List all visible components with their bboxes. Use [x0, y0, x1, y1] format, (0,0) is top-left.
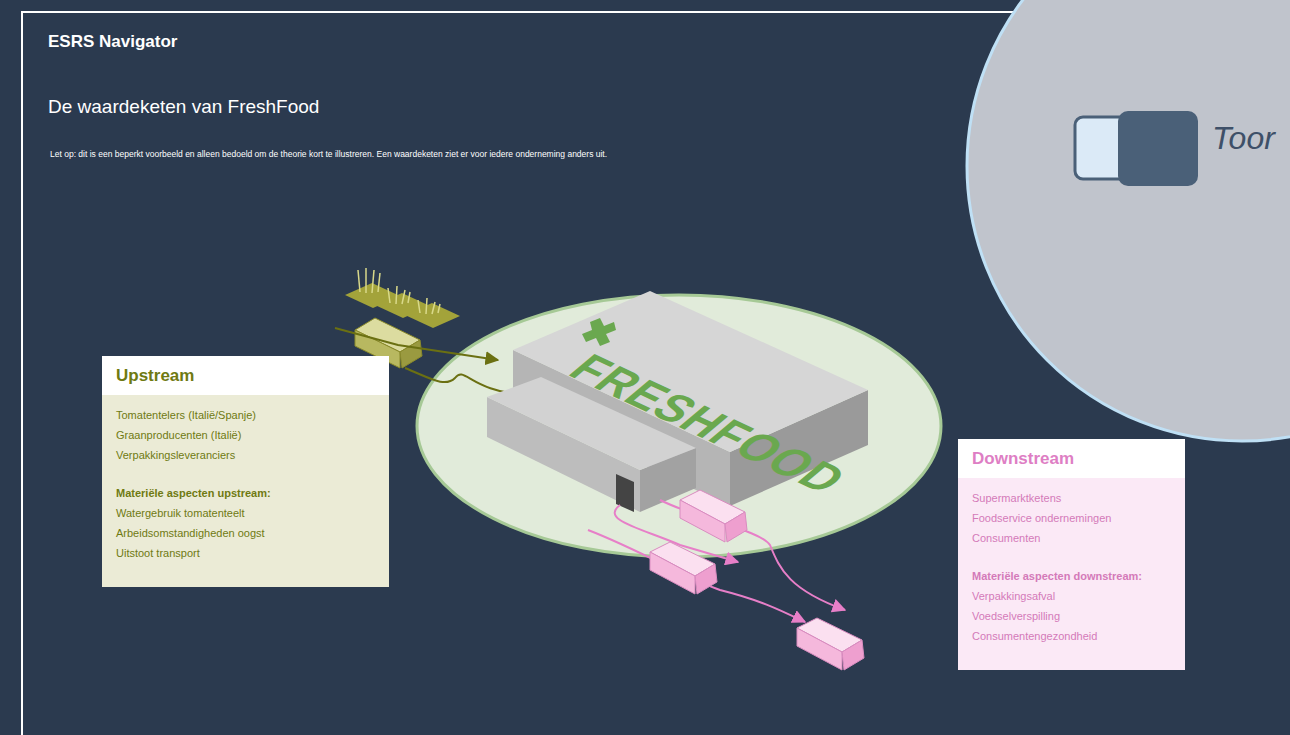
list-item: Graanproducenten (Italië) — [116, 425, 375, 445]
panel-heading: Upstream — [102, 356, 389, 395]
downstream-truck — [797, 618, 864, 670]
flow-arrow — [588, 530, 805, 622]
freshfood-building — [487, 291, 868, 512]
list-item: Watergebruik tomatenteelt — [116, 503, 375, 523]
panel-heading: Downstream — [958, 439, 1185, 478]
page-title: De waardeketen van FreshFood — [48, 96, 319, 118]
list-item: Tomatentelers (Italië/Spanje) — [116, 405, 375, 425]
list-item: Arbeidsomstandigheden oogst — [116, 523, 375, 543]
list-item: Consumenten — [972, 528, 1171, 548]
aspects-heading: Materiële aspecten upstream: — [116, 483, 375, 503]
list-item: Voedselverspilling — [972, 606, 1171, 626]
list-item: Verpakkingsleveranciers — [116, 445, 375, 465]
upstream-panel: UpstreamTomatentelers (Italië/Spanje)Gra… — [102, 356, 389, 587]
toggle-knob — [1118, 111, 1198, 186]
list-item: Verpakkingsafval — [972, 586, 1171, 606]
list-item: Supermarktketens — [972, 488, 1171, 508]
list-item: Uitstoot transport — [116, 543, 375, 563]
list-item: Consumentengezondheid — [972, 626, 1171, 646]
panel-body: Tomatentelers (Italië/Spanje)Graanproduc… — [102, 395, 389, 577]
crop-fields — [345, 268, 460, 328]
downstream-truck — [680, 490, 747, 542]
list-item: Foodservice ondernemingen — [972, 508, 1171, 528]
toggle-label: Toor — [1212, 120, 1275, 157]
downstream-panel: DownstreamSupermarktketensFoodservice on… — [958, 439, 1185, 670]
app-name: ESRS Navigator — [48, 32, 177, 52]
aspects-heading: Materiële aspecten downstream: — [972, 566, 1171, 586]
note-text: Let op: dit is een beperkt voorbeeld en … — [50, 149, 607, 159]
panel-body: SupermarktketensFoodservice onderneminge… — [958, 478, 1185, 660]
zoom-circle — [967, 0, 1290, 441]
downstream-truck — [650, 542, 717, 594]
